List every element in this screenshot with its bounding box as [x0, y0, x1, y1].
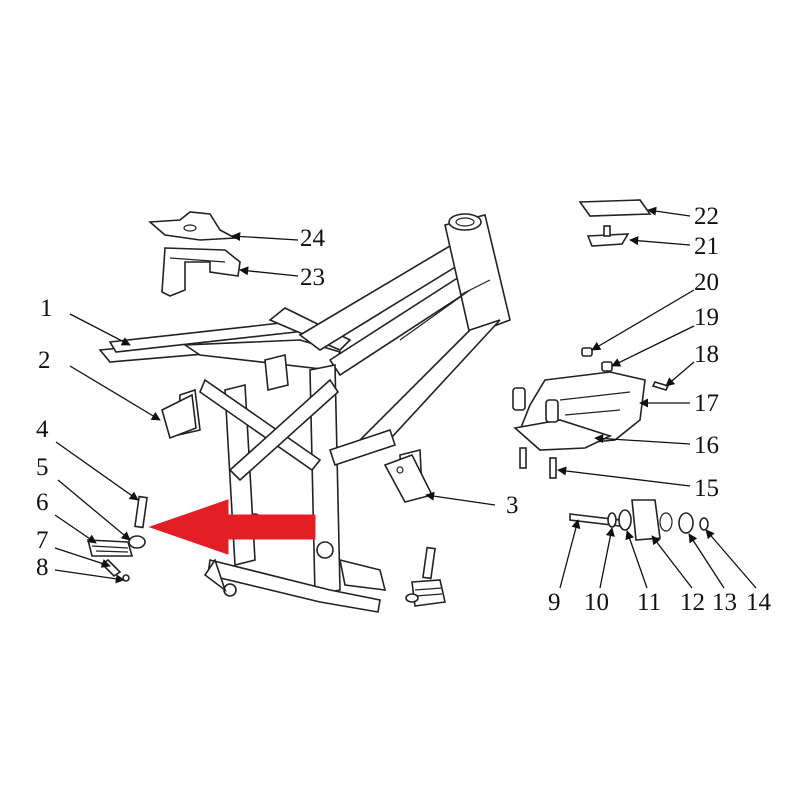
callout-2: 2: [38, 347, 51, 374]
callout-14: 14: [746, 589, 772, 616]
bracket-24: [148, 211, 238, 241]
callout-8: 8: [36, 554, 49, 581]
callout-16: 16: [694, 432, 719, 459]
callout-10: 10: [584, 589, 609, 616]
bracket-3: [383, 454, 434, 503]
callout-13: 13: [712, 589, 737, 616]
callout-6: 6: [36, 489, 49, 516]
callout-11: 11: [637, 589, 661, 616]
bracket-23: [161, 247, 241, 297]
callout-7: 7: [36, 527, 49, 554]
leader-lines: [54, 206, 757, 589]
left-footpeg-assembly: [86, 495, 148, 582]
callout-20: 20: [694, 269, 719, 296]
callout-21: 21: [694, 233, 719, 260]
callout-3: 3: [506, 492, 519, 519]
callout-17: 17: [694, 390, 719, 417]
callout-18: 18: [694, 341, 719, 368]
engine-mount-assembly: [569, 499, 709, 541]
callout-22: 22: [694, 203, 719, 230]
callout-4: 4: [36, 416, 49, 443]
callout-12: 12: [680, 589, 705, 616]
callout-numbers: 1 2 3 4 5 6 7 8 9 10 11 12 13 14 15 16 1…: [36, 203, 772, 616]
callout-9: 9: [548, 589, 561, 616]
callout-23: 23: [300, 264, 325, 291]
callout-5: 5: [36, 454, 49, 481]
highlight-arrow: [148, 499, 316, 555]
callout-19: 19: [694, 304, 719, 331]
callout-15: 15: [694, 475, 719, 502]
skid-plate-assembly: [512, 199, 670, 479]
right-footpeg-assembly: [405, 546, 446, 607]
bracket-2: [161, 393, 197, 440]
callout-24: 24: [300, 225, 326, 252]
callout-1: 1: [40, 295, 53, 322]
